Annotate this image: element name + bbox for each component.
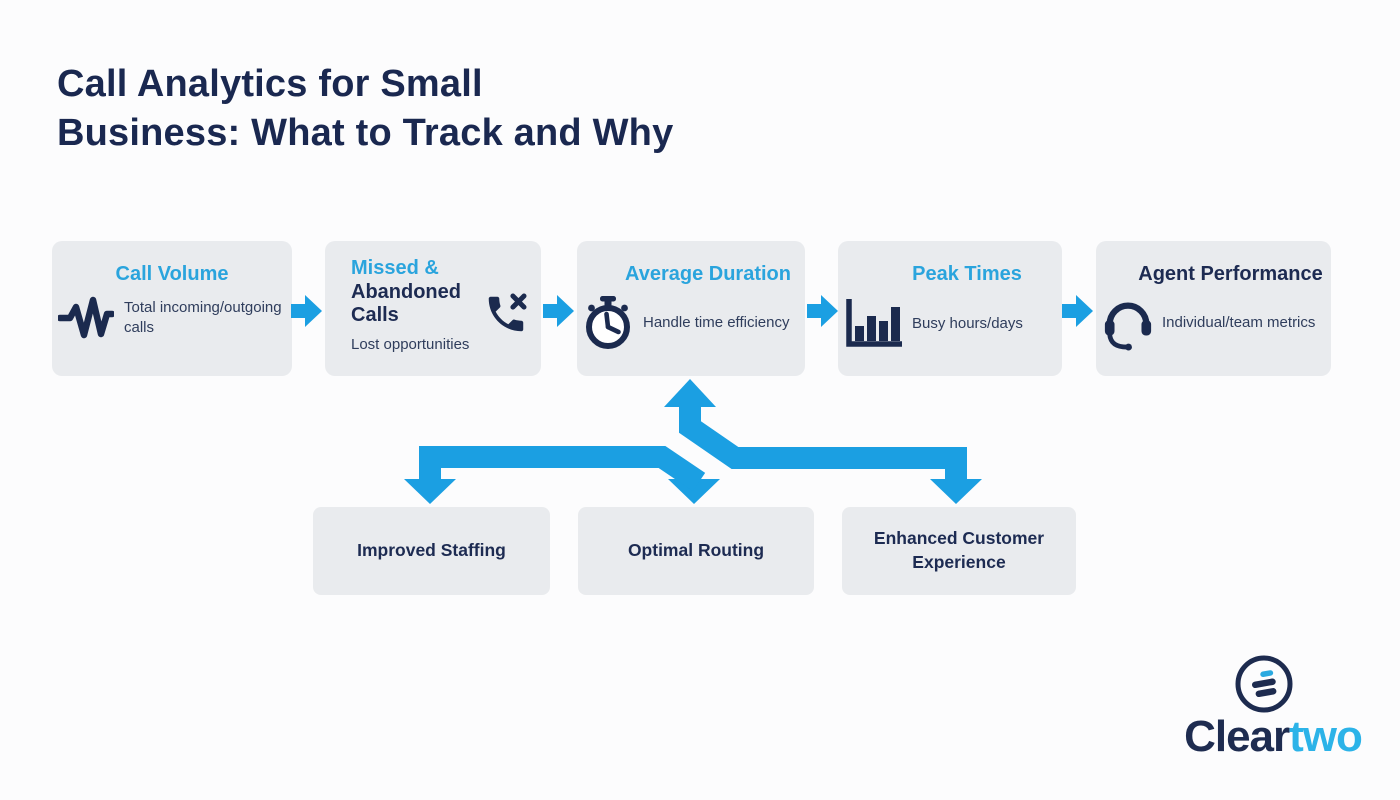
logo-wordmark: Cleartwo <box>1168 712 1378 762</box>
headset-icon <box>1104 302 1152 351</box>
metric-desc: Handle time efficiency <box>643 314 790 331</box>
metric-title: Call Volume <box>115 263 229 285</box>
logo-text-accent: two <box>1289 712 1363 761</box>
metric-title-accent: Missed & <box>351 257 439 279</box>
metric-desc: Lost opportunities <box>351 335 470 353</box>
arrow-right-icon <box>1062 295 1093 327</box>
metric-card-call-volume: Call Volume Total incoming/outgoing call… <box>52 241 292 376</box>
metric-card-peak-times: Peak Times Busy hours/days <box>838 241 1062 376</box>
metric-title: Abandoned Calls <box>351 280 461 327</box>
metric-title: Peak Times <box>912 263 1022 285</box>
logo-text-primary: Clear <box>1184 712 1290 761</box>
metric-title: Average Duration <box>625 263 791 285</box>
waveform-icon <box>58 296 114 338</box>
bar-chart-icon <box>846 298 902 347</box>
page-title: Call Analytics for Small Business: What … <box>57 63 674 155</box>
outcome-label: Improved Staffing <box>357 540 506 561</box>
outcome-improved-staffing: Improved Staffing <box>313 507 550 595</box>
metric-desc: Individual/team metrics <box>1162 314 1316 331</box>
stopwatch-icon <box>586 295 630 349</box>
arrow-right-icon <box>543 295 574 327</box>
arrow-right-icon <box>291 295 322 327</box>
metric-card-average-duration: Average Duration Handle time efficiency <box>577 241 805 376</box>
metric-desc: Total incoming/outgoing calls <box>124 299 282 336</box>
outcome-optimal-routing: Optimal Routing <box>578 507 814 595</box>
metric-card-agent-performance: Agent Performance Individual/team metric… <box>1096 241 1331 376</box>
missed-call-icon <box>488 293 527 332</box>
cleartwo-mark-icon <box>1235 655 1293 713</box>
outcome-enhanced-customer-experience: Enhanced Customer Experience <box>842 507 1076 595</box>
outcome-label: Optimal Routing <box>627 540 765 561</box>
metric-title: Agent Performance <box>1138 263 1323 285</box>
outcome-label: Enhanced Customer Experience <box>873 528 1045 572</box>
metric-desc: Busy hours/days <box>912 315 1023 332</box>
arrow-right-icon <box>807 295 838 327</box>
metric-card-missed-calls: Missed & Abandoned Calls Lost opportunit… <box>325 241 541 376</box>
